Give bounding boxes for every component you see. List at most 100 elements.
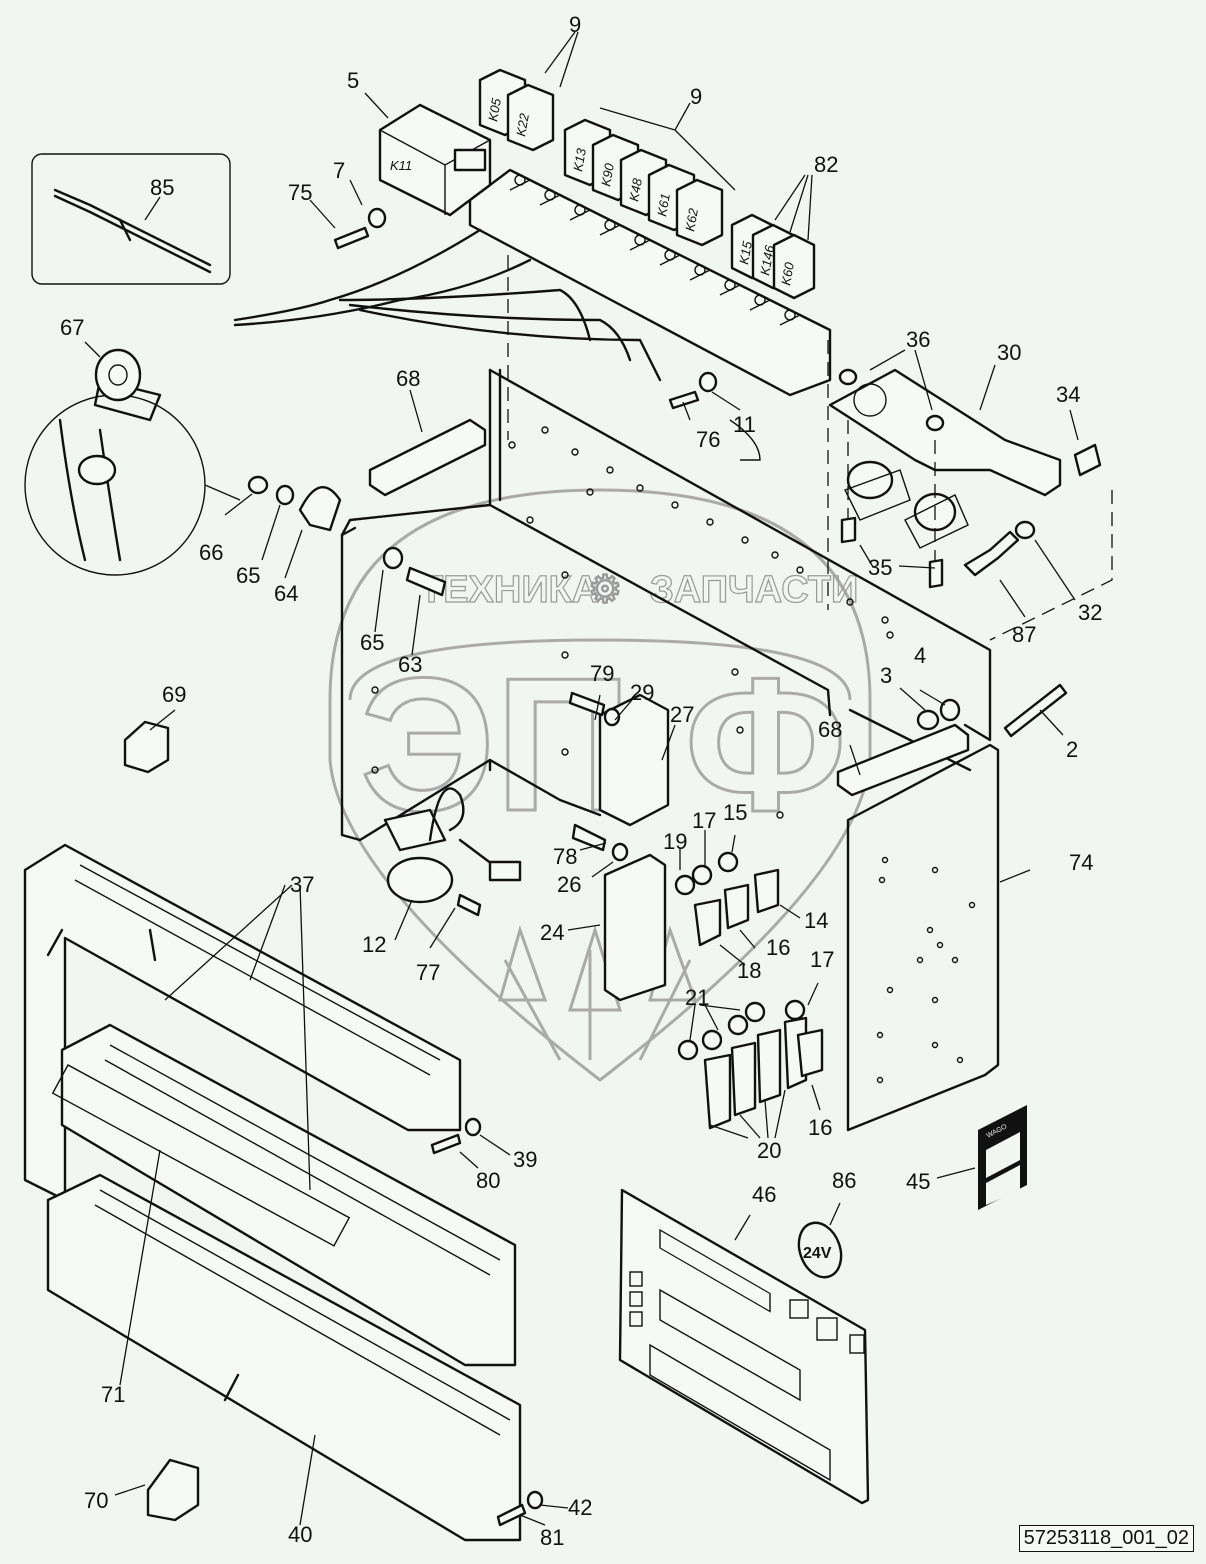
callout: 39 xyxy=(513,1147,537,1172)
callout: 35 xyxy=(868,555,892,580)
washer-11 xyxy=(698,371,718,393)
callout: 20 xyxy=(757,1138,781,1163)
end-cap-69 xyxy=(123,720,170,774)
callout: 70 xyxy=(84,1488,108,1513)
fuse-holder-16a xyxy=(723,883,750,930)
callout: 66 xyxy=(199,540,223,565)
harness-inset xyxy=(31,153,231,285)
callout: 7 xyxy=(333,158,345,183)
module-components xyxy=(383,691,670,1002)
duct-37 xyxy=(23,843,462,1202)
washer-29 xyxy=(603,707,621,727)
callout: 65 xyxy=(360,630,384,655)
bolt-35b xyxy=(928,558,944,589)
washer-26 xyxy=(611,842,629,862)
callout: 67 xyxy=(60,315,84,340)
nut-3 xyxy=(916,709,940,731)
bolt-63 xyxy=(405,566,447,597)
callout: 40 xyxy=(288,1522,312,1547)
relay-label-k61: K61 xyxy=(654,192,673,217)
relay-group: K11 K05 K22 K13 K90 K48 K61 K xyxy=(378,68,816,300)
nut-66 xyxy=(247,475,269,495)
cable-ducts xyxy=(23,843,522,1542)
fuse-holder-18 xyxy=(693,898,722,947)
relay-label-k13: K13 xyxy=(570,146,589,172)
voltage-sticker-86: 24V xyxy=(797,1221,843,1279)
clip-hardware xyxy=(247,475,447,597)
relay-k22: K22 xyxy=(506,83,555,152)
relay-label-k60: K60 xyxy=(778,260,797,286)
watermark-arc xyxy=(348,638,852,701)
wire-harness xyxy=(233,228,761,461)
callout: 78 xyxy=(553,844,577,869)
callout: 81 xyxy=(540,1525,564,1550)
callout: 76 xyxy=(696,427,720,452)
relay-label-k15: K15 xyxy=(736,239,755,265)
callout: 9 xyxy=(690,84,702,109)
callout: 74 xyxy=(1069,850,1093,875)
tape-67 xyxy=(93,378,162,422)
fuse-holder-14 xyxy=(753,868,780,914)
watermark-right-word: ЗАПЧАСТИ xyxy=(650,569,858,611)
edge-guards xyxy=(368,418,970,797)
callout: 82 xyxy=(814,152,838,177)
callout: 21 xyxy=(685,985,709,1010)
buzzer-12 xyxy=(386,856,454,904)
relay-label-k62: K62 xyxy=(682,206,701,232)
bolt-78 xyxy=(571,823,607,852)
fuse-holder-16b xyxy=(796,1028,824,1078)
callout: 63 xyxy=(398,652,422,677)
wago-label-45: WAGO xyxy=(978,1105,1027,1210)
callout: 17 xyxy=(810,947,834,972)
edge-guard-68a xyxy=(368,418,487,497)
screws xyxy=(674,851,806,1061)
callout: 68 xyxy=(818,717,842,742)
callout: 68 xyxy=(396,366,420,391)
callout: 3 xyxy=(880,663,892,688)
relay-k62: K62 xyxy=(675,178,724,247)
relay-label-k22: K22 xyxy=(513,111,532,137)
relay-label-k146: K146 xyxy=(757,243,777,276)
module-24 xyxy=(603,853,667,1002)
module-27 xyxy=(598,693,670,827)
relay-label-k05: K05 xyxy=(485,96,504,122)
duct-71 xyxy=(60,1023,517,1367)
callout: 86 xyxy=(832,1168,856,1193)
callout: 37 xyxy=(290,872,314,897)
connector-bracket xyxy=(828,368,1102,589)
callout: 17 xyxy=(692,808,716,833)
relay-fasteners xyxy=(333,207,718,410)
stud-2 xyxy=(1003,683,1068,738)
leader-lines xyxy=(84,31,1079,1526)
callout: 29 xyxy=(630,680,654,705)
nut-36a xyxy=(838,368,858,386)
callout: 64 xyxy=(274,581,298,606)
washer-65a xyxy=(275,484,295,506)
callout: 5 xyxy=(347,68,359,93)
stud-hardware xyxy=(916,683,1068,738)
relay-base-strip xyxy=(468,168,832,397)
callout: 12 xyxy=(362,932,386,957)
callout: 19 xyxy=(663,829,687,854)
duct-fasteners xyxy=(430,1117,544,1527)
relay-k60: K60 xyxy=(772,233,816,300)
spacer-34 xyxy=(1073,443,1102,477)
watermark-left-word: ТЕХНИКА xyxy=(420,569,599,611)
callout: 15 xyxy=(723,800,747,825)
callout: 79 xyxy=(590,661,614,686)
bolt-76 xyxy=(668,390,700,410)
tape-roll xyxy=(94,348,142,402)
callout: 75 xyxy=(288,180,312,205)
clip-64 xyxy=(298,485,342,532)
callout: 87 xyxy=(1012,622,1036,647)
bolt-35a xyxy=(840,516,857,544)
callout: 16 xyxy=(766,935,790,960)
callout: 2 xyxy=(1066,737,1078,762)
washer-7 xyxy=(367,207,387,229)
callout: 26 xyxy=(557,872,581,897)
callout: 11 xyxy=(733,412,756,437)
callout: 85 xyxy=(150,175,174,200)
callout: 30 xyxy=(997,340,1021,365)
bolt-80 xyxy=(430,1133,462,1155)
callout: 71 xyxy=(101,1382,125,1407)
